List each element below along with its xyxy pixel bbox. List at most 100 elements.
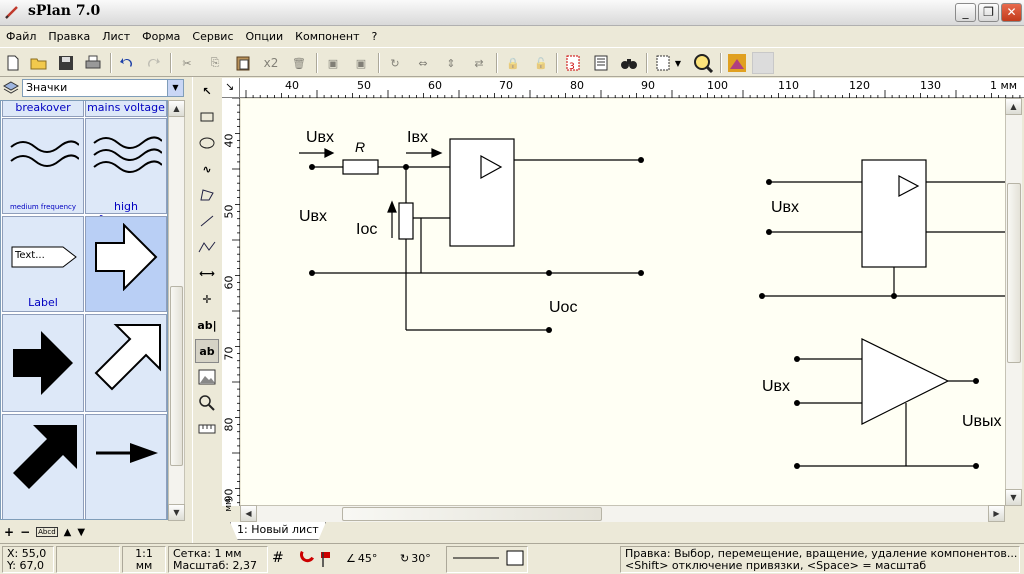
minimize-button[interactable]: _ bbox=[955, 3, 976, 22]
ruler-icon bbox=[198, 424, 216, 434]
line-tool[interactable] bbox=[195, 209, 219, 233]
align-button[interactable]: ⇄ bbox=[468, 52, 490, 74]
bezier-tool[interactable] bbox=[195, 235, 219, 259]
move-up-icon[interactable]: ▲ bbox=[63, 526, 72, 538]
scroll-up-icon[interactable]: ▲ bbox=[168, 100, 185, 117]
move-down-icon[interactable]: ▼ bbox=[77, 526, 86, 538]
redo-button[interactable] bbox=[142, 52, 164, 74]
bring-front-button[interactable]: ▣ bbox=[322, 52, 344, 74]
library-item-label: Label bbox=[28, 296, 58, 309]
send-back-button[interactable]: ▣ bbox=[350, 52, 372, 74]
save-button[interactable] bbox=[55, 52, 77, 74]
library-item-breakover[interactable]: breakover bbox=[2, 101, 84, 117]
menu-edit[interactable]: Правка bbox=[48, 29, 91, 43]
library-scrollbar[interactable]: ▲ ▼ bbox=[168, 100, 185, 521]
freehand-tool[interactable]: ∿ bbox=[195, 157, 219, 181]
junction-tool[interactable]: ✛ bbox=[195, 287, 219, 311]
remove-library-icon[interactable]: − bbox=[20, 525, 31, 539]
library-item-arrow-outline[interactable] bbox=[85, 216, 167, 312]
menu-help[interactable]: ? bbox=[371, 29, 378, 43]
duplicate-button[interactable]: x2 bbox=[263, 56, 279, 70]
status-hint-line1: Правка: Выбор, перемещение, вращение, уд… bbox=[625, 547, 1018, 560]
undo-button[interactable] bbox=[116, 52, 138, 74]
image-icon bbox=[198, 369, 216, 385]
scroll-down-icon[interactable]: ▼ bbox=[1005, 489, 1022, 506]
page-setup-dropdown[interactable]: ▼ bbox=[674, 58, 682, 68]
numbering-button[interactable]: 3 bbox=[562, 52, 584, 74]
pin-icon[interactable] bbox=[320, 550, 336, 568]
delete-button[interactable]: 🗑 bbox=[288, 52, 310, 74]
main-toolbar: ✂ ⎘ x2 🗑 ▣ ▣ ↻ ⇔ ⇕ ⇄ 🔒 🔓 3 ▼ bbox=[0, 47, 1024, 77]
canvas-horizontal-scrollbar[interactable]: ◀ ▶ bbox=[240, 505, 1005, 522]
scroll-left-icon[interactable]: ◀ bbox=[240, 505, 257, 522]
menu-sheet[interactable]: Лист bbox=[102, 29, 131, 43]
drawing-canvas[interactable]: Uвх R Iвх Uвх Iос Uос Uвх Uвх Uвых bbox=[241, 99, 1005, 505]
add-library-icon[interactable]: + bbox=[4, 525, 15, 539]
angle-snap-2[interactable]: ↻ 30° bbox=[400, 552, 431, 565]
paste-button[interactable] bbox=[232, 52, 254, 74]
menu-service[interactable]: Сервис bbox=[192, 29, 234, 43]
menu-shape[interactable]: Форма bbox=[142, 29, 181, 43]
grid-toggle-icon[interactable]: # bbox=[272, 550, 284, 566]
canvas-vertical-scrollbar[interactable]: ▲ ▼ bbox=[1005, 98, 1022, 506]
library-item-label-shape[interactable]: Text... Label bbox=[2, 216, 84, 312]
library-item-arrow-thin[interactable] bbox=[85, 414, 167, 519]
lock-button[interactable]: 🔒 bbox=[502, 52, 524, 74]
library-category-select[interactable]: Значки ▼ bbox=[22, 79, 184, 97]
menu-file[interactable]: Файл bbox=[6, 29, 37, 43]
rotate-button[interactable]: ↻ bbox=[384, 52, 406, 74]
copy-button[interactable]: ⎘ bbox=[204, 52, 226, 74]
scroll-down-icon[interactable]: ▼ bbox=[168, 504, 185, 521]
library-footer: + − Abcd ▲ ▼ bbox=[0, 521, 187, 543]
library-item-mains-voltage[interactable]: mains voltage bbox=[85, 101, 167, 117]
zoom-button[interactable] bbox=[692, 52, 714, 74]
library-item-medium-frequency[interactable]: medium frequency bbox=[2, 118, 84, 214]
dimension-tool[interactable]: ⟷ bbox=[195, 261, 219, 285]
horizontal-ruler: 40 50 60 70 80 90 100 110 120 130 1 мм bbox=[240, 78, 1024, 98]
textbox-tool[interactable]: ab bbox=[195, 339, 219, 363]
bring-front-icon: ▣ bbox=[327, 56, 339, 70]
line-style-preview[interactable] bbox=[446, 546, 528, 573]
canvas-vscroll-thumb[interactable] bbox=[1007, 183, 1021, 363]
grid-info[interactable]: Сетка: 1 мм Масштаб: 2,37 bbox=[168, 546, 268, 573]
new-file-button[interactable] bbox=[2, 52, 24, 74]
close-button[interactable]: ✕ bbox=[1001, 3, 1022, 22]
polygon-tool[interactable] bbox=[195, 183, 219, 207]
library-item-high-frequency[interactable]: high frequency bbox=[85, 118, 167, 226]
scroll-right-icon[interactable]: ▶ bbox=[988, 505, 1005, 522]
rectangle-tool[interactable] bbox=[195, 105, 219, 129]
library-item-arrow-filled[interactable] bbox=[2, 314, 84, 412]
angle-snap-1[interactable]: ∠ 45° bbox=[346, 552, 377, 565]
canvas-hscroll-thumb[interactable] bbox=[342, 507, 602, 521]
image-tool[interactable] bbox=[195, 365, 219, 389]
sheet-tab-1[interactable]: 1: Новый лист bbox=[230, 522, 326, 540]
restore-button[interactable]: ❐ bbox=[978, 3, 999, 22]
mirror-h-button[interactable]: ⇔ bbox=[412, 52, 434, 74]
zoom-tool[interactable] bbox=[195, 391, 219, 415]
text-tool[interactable]: ab| bbox=[197, 318, 217, 332]
mirror-v-button[interactable]: ⇕ bbox=[440, 52, 462, 74]
open-button[interactable] bbox=[28, 52, 50, 74]
library-item-arrow-diagonal-outline[interactable] bbox=[85, 314, 167, 412]
ruler-label: 80 bbox=[570, 79, 584, 92]
blank-toolbar-slot bbox=[752, 52, 774, 74]
scroll-up-icon[interactable]: ▲ bbox=[1005, 98, 1022, 115]
library-rename-badge[interactable]: Abcd bbox=[36, 527, 58, 537]
measure-tool[interactable] bbox=[195, 417, 219, 441]
library-scroll-thumb[interactable] bbox=[170, 286, 183, 466]
ellipse-tool[interactable] bbox=[195, 131, 219, 155]
unlock-button[interactable]: 🔓 bbox=[530, 52, 552, 74]
snap-magnet-icon[interactable] bbox=[296, 551, 314, 567]
ruler-origin-icon[interactable]: ↘ bbox=[225, 80, 235, 93]
search-button[interactable] bbox=[618, 52, 640, 74]
cut-button[interactable]: ✂ bbox=[176, 52, 198, 74]
printer-icon bbox=[85, 55, 101, 69]
page-setup-button[interactable] bbox=[652, 52, 674, 74]
color-button[interactable] bbox=[726, 52, 748, 74]
library-item-arrow-diagonal-filled[interactable] bbox=[2, 414, 84, 519]
menu-component[interactable]: Компонент bbox=[295, 29, 360, 43]
print-button[interactable] bbox=[82, 52, 104, 74]
menu-options[interactable]: Опции bbox=[245, 29, 284, 43]
parts-list-button[interactable] bbox=[590, 52, 612, 74]
select-tool[interactable]: ↖ bbox=[195, 79, 219, 103]
